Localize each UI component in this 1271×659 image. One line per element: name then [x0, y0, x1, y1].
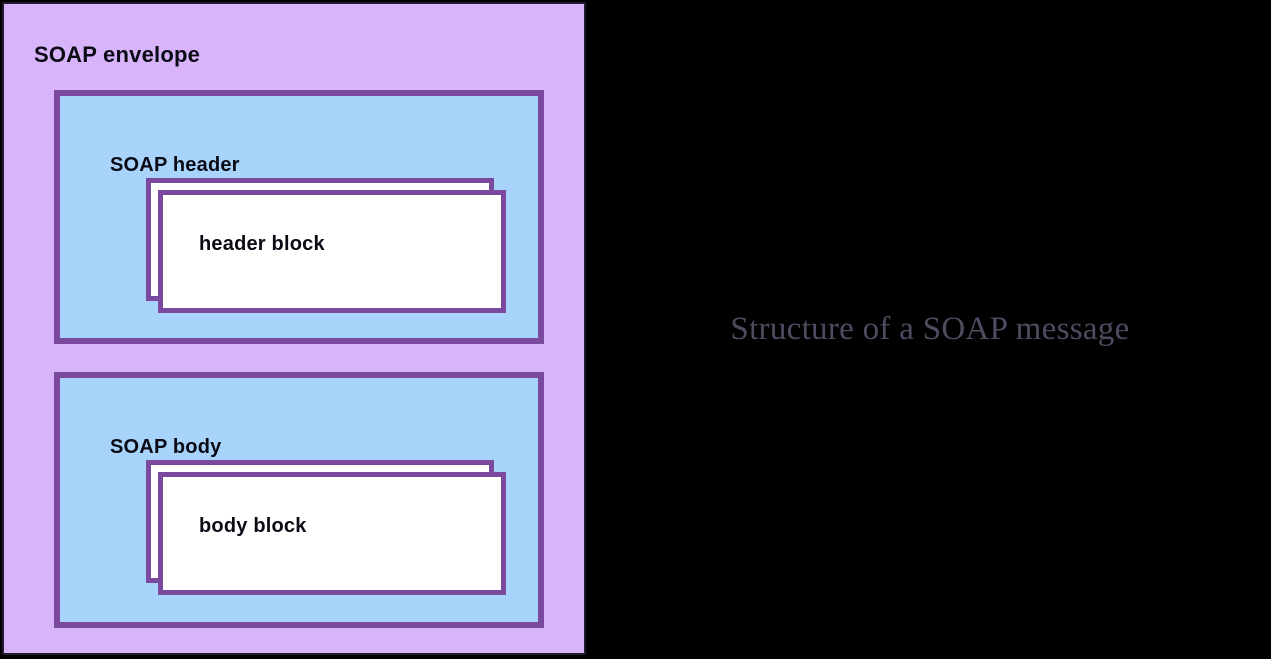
soap-envelope-label: SOAP envelope: [34, 42, 201, 67]
diagram-caption: Structure of a SOAP message: [730, 311, 1130, 347]
soap-body-panel: SOAP body body block: [54, 372, 544, 628]
caption-area: Structure of a SOAP message: [589, 0, 1271, 659]
soap-body-label: SOAP body: [110, 436, 222, 458]
soap-header-label: SOAP header: [110, 154, 240, 176]
soap-envelope-panel: SOAP envelope SOAP header header block S…: [2, 2, 586, 655]
header-block-label: header block: [199, 233, 325, 255]
body-block-label: body block: [199, 515, 307, 537]
soap-header-panel: SOAP header header block: [54, 90, 544, 344]
body-block-stack: body block: [146, 460, 506, 595]
header-block-card-front: header block: [158, 190, 506, 313]
header-block-stack: header block: [146, 178, 506, 313]
body-block-card-front: body block: [158, 472, 506, 595]
